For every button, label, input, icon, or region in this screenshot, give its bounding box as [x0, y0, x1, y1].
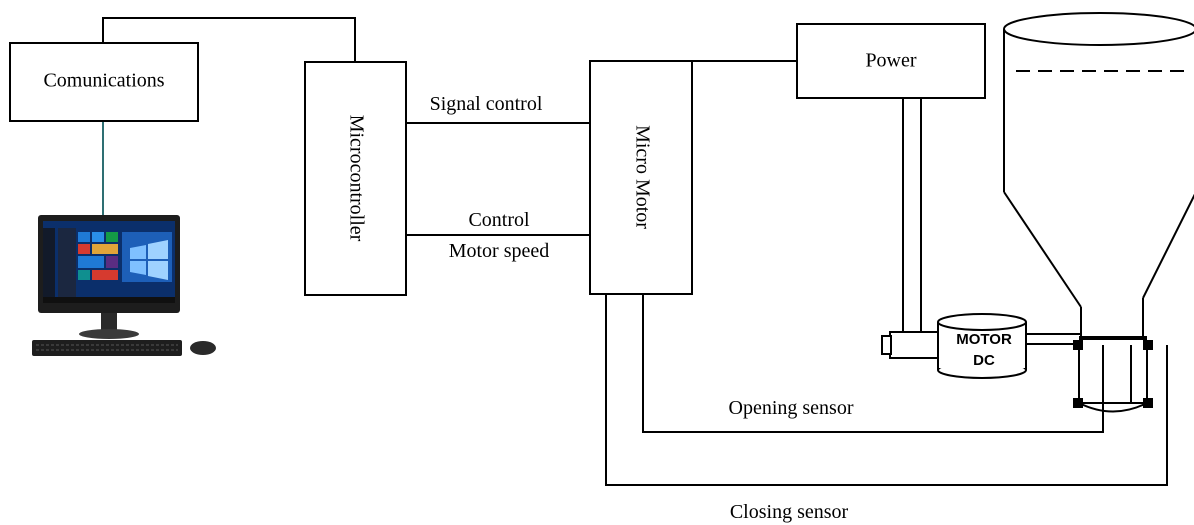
hopper-icon	[1003, 12, 1194, 338]
microcontroller-block: Microcontroller	[304, 61, 407, 296]
motor-label-line1: MOTOR	[956, 331, 1012, 348]
dc-motor-icon: MOTOR DC	[881, 313, 1081, 379]
desktop-computer-icon	[32, 215, 216, 356]
sensor-contact-bottom-right	[1143, 398, 1153, 408]
power-label: Power	[865, 50, 916, 72]
sensor-contact-bottom-left	[1073, 398, 1083, 408]
communications-block: Comunications	[9, 42, 199, 122]
signal-control-label: Signal control	[430, 93, 543, 115]
power-cable	[902, 98, 922, 333]
power-block: Power	[796, 23, 986, 99]
opening-sensor-wire	[642, 294, 1104, 433]
sensor-contact-top-right	[1143, 340, 1153, 350]
motor-speed-label: Motor speed	[449, 240, 550, 262]
valve-assembly	[1073, 336, 1153, 413]
micro-motor-block: Micro Motor	[589, 60, 693, 295]
control-label: Control	[468, 209, 530, 231]
communications-label: Comunications	[43, 70, 164, 92]
micro-motor-label: Micro Motor	[631, 125, 653, 229]
closing-sensor-wire	[605, 294, 1168, 486]
closing-sensor-label: Closing sensor	[730, 501, 849, 523]
opening-sensor-label: Opening sensor	[729, 397, 854, 419]
motor-label-line2: DC	[973, 352, 995, 369]
microcontroller-label: Microcontroller	[345, 115, 367, 242]
comm-to-microcontroller-wire	[102, 17, 356, 62]
